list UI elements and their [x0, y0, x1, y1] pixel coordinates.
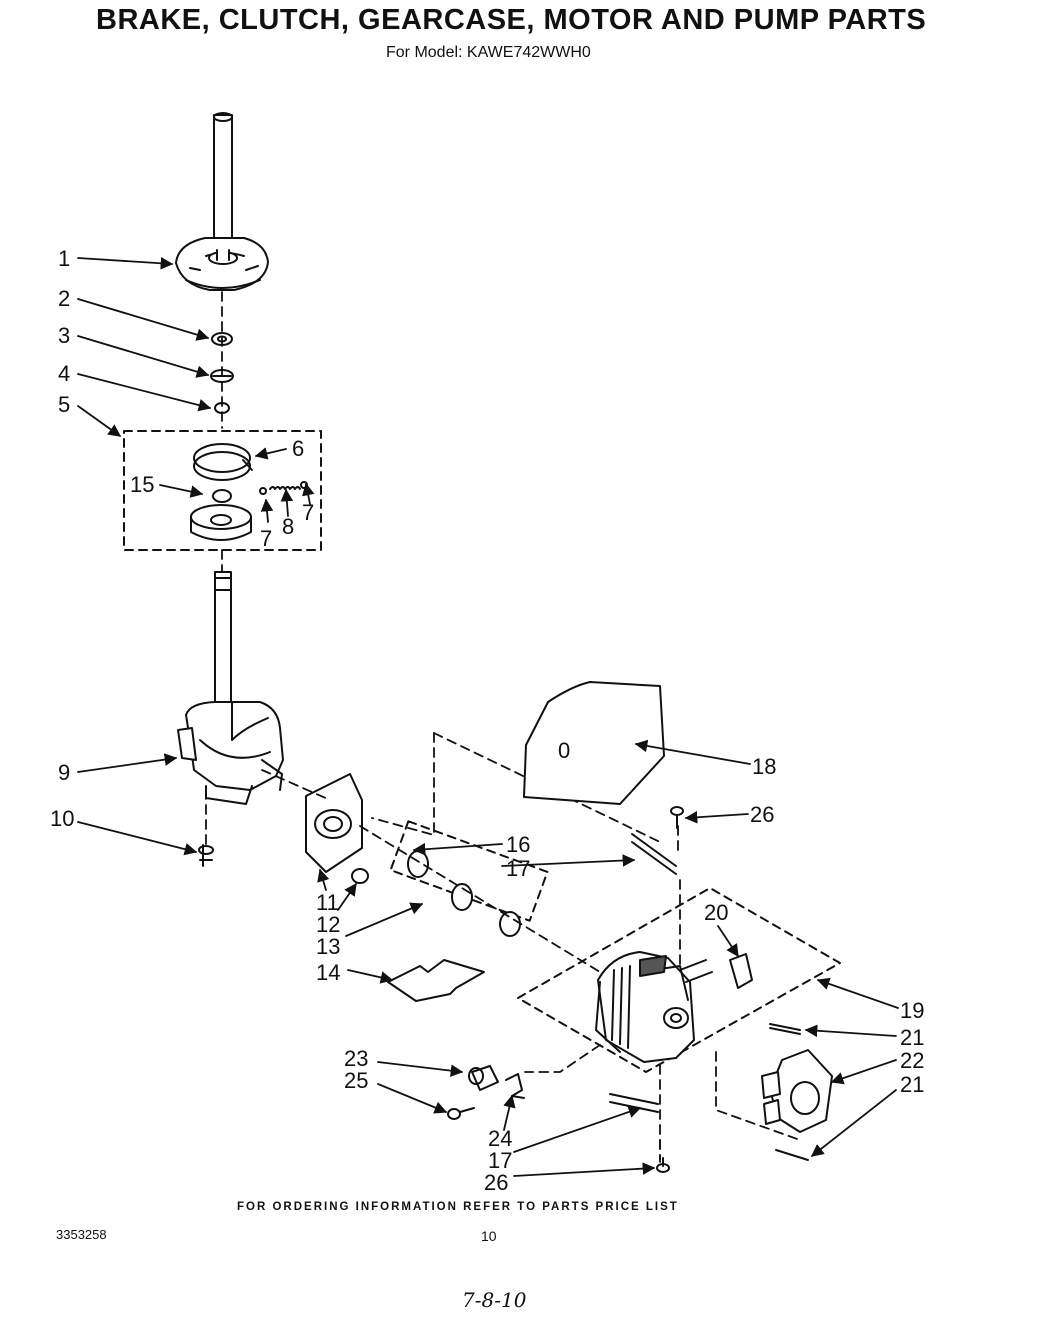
callout-20: 20 — [704, 900, 728, 925]
capacitor-part — [468, 1065, 499, 1091]
callout-16: 16 — [506, 832, 530, 857]
handwritten-date: 7-8-10 — [462, 1288, 527, 1312]
clip-part — [769, 1023, 801, 1035]
callout-18: 18 — [752, 754, 776, 779]
gearcase-part — [177, 571, 284, 805]
bolt-upper-part — [670, 806, 684, 829]
callout-2: 2 — [58, 286, 70, 311]
callout-23: 23 — [344, 1046, 368, 1071]
spring-and-plugs-part — [259, 481, 308, 495]
callout-10: 10 — [50, 806, 74, 831]
callout-12: 12 — [316, 912, 340, 937]
callout-17-upper: 17 — [506, 856, 530, 881]
pump-gasket-part — [387, 959, 485, 1002]
callout-5: 5 — [58, 392, 70, 417]
callout-11: 11 — [316, 890, 339, 915]
document-number: 3353258 — [56, 1227, 107, 1242]
bolt-lower-part — [656, 1157, 670, 1173]
rod-upper-part — [631, 833, 677, 875]
pump-housing-part — [761, 1049, 833, 1133]
callout-4: 4 — [58, 361, 70, 386]
callout-6: 6 — [292, 436, 304, 461]
clutch-pulley-part — [190, 504, 252, 541]
pump-impeller-part — [407, 850, 521, 937]
callout-17-lower: 17 — [488, 1148, 512, 1173]
motor-part — [595, 951, 713, 1063]
callout-21-upper: 21 — [900, 1025, 924, 1050]
small-screw-part — [447, 1107, 475, 1120]
callout-15: 15 — [130, 472, 154, 497]
pump-plug-part — [351, 868, 369, 884]
cover-plate-part — [523, 681, 665, 805]
brake-assembly-part — [175, 112, 269, 291]
callout-22: 22 — [900, 1048, 924, 1073]
callout-labels: 1 2 3 4 5 6 15 7 8 7 9 10 11 12 13 14 16… — [50, 246, 924, 1195]
callout-24: 24 — [488, 1126, 512, 1151]
screw-part — [198, 844, 214, 867]
assembly-centerlines — [205, 291, 801, 1163]
callout-3: 3 — [58, 323, 70, 348]
callout-8: 8 — [282, 514, 294, 539]
callout-cover-mark: 0 — [558, 738, 570, 763]
bracket-part — [505, 1073, 525, 1099]
diagram-title: BRAKE, CLUTCH, GEARCASE, MOTOR AND PUMP … — [96, 4, 927, 36]
callout-14: 14 — [316, 960, 340, 985]
leader-lines — [77, 256, 899, 1177]
motor-switch-part — [729, 953, 753, 989]
callout-13: 13 — [316, 934, 340, 959]
callout-1: 1 — [58, 246, 70, 271]
clip-lower-part — [775, 1149, 809, 1161]
model-subtitle: For Model: KAWE742WWH0 — [386, 44, 591, 61]
clutch-spring-part — [212, 489, 232, 503]
callout-26-upper: 26 — [750, 802, 774, 827]
callout-25: 25 — [344, 1068, 368, 1093]
ordering-note: FOR ORDERING INFORMATION REFER TO PARTS … — [237, 1201, 679, 1213]
callout-7-left: 7 — [260, 526, 272, 551]
callout-26-lower: 26 — [484, 1170, 508, 1195]
callout-7-right: 7 — [302, 500, 314, 525]
page-number: 10 — [481, 1228, 497, 1244]
callout-9: 9 — [58, 760, 70, 785]
callout-19: 19 — [900, 998, 924, 1023]
callout-21-lower: 21 — [900, 1072, 924, 1097]
clutch-band-part — [193, 443, 253, 481]
pump-cover-part — [305, 773, 363, 873]
motor-kit-dashed-box — [517, 887, 841, 1073]
